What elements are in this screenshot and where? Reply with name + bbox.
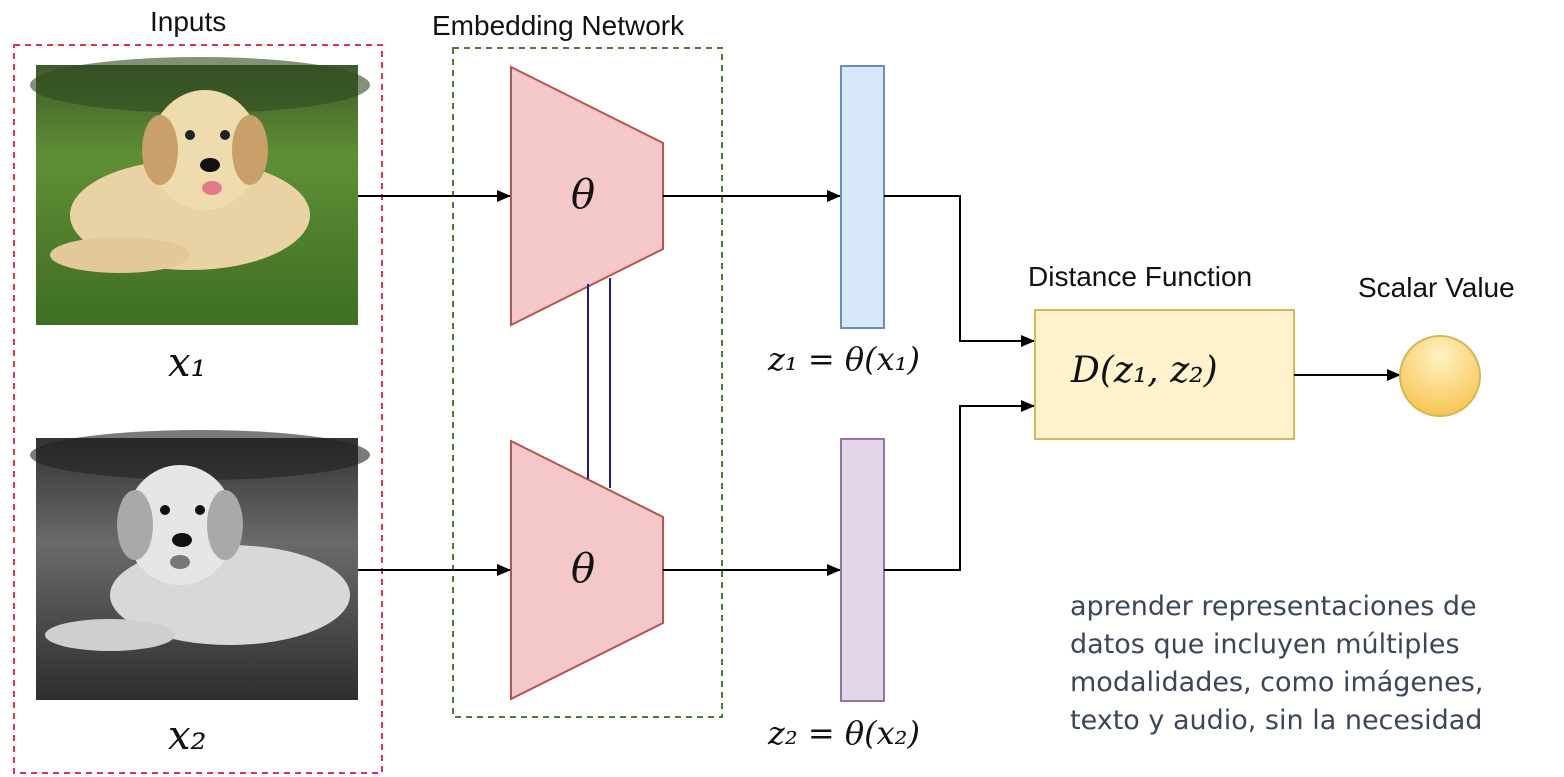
inputs-label: Inputs xyxy=(150,6,227,37)
embedding-vector-z1 xyxy=(840,65,885,329)
z1-equation: z₁ = θ(x₁) xyxy=(768,340,920,378)
puppy-photo-grayscale xyxy=(30,430,370,700)
inputs-group-box xyxy=(13,44,383,774)
description-paragraph: aprender representaciones de datos que i… xyxy=(1070,588,1483,740)
embedding-network-bottom xyxy=(510,439,664,701)
embedding-network-top xyxy=(510,65,664,327)
paragraph-line-2: datos que incluyen múltiples xyxy=(1070,629,1460,660)
distance-function-label: Distance Function xyxy=(1028,261,1253,292)
scalar-value-node xyxy=(1399,335,1481,417)
theta-top-label: θ xyxy=(571,172,596,218)
paragraph-line-1: aprender representaciones de xyxy=(1070,591,1477,622)
paragraph-line-4: texto y audio, sin la necesidad xyxy=(1070,705,1483,736)
arrow-z2-to-distance xyxy=(884,400,1035,571)
puppy-photo-color xyxy=(30,57,370,325)
x2-label: x₂ xyxy=(168,713,207,759)
z2-equation: z₂ = θ(x₂) xyxy=(768,714,920,752)
x1-label: x₁ xyxy=(168,340,207,386)
embedding-network-box xyxy=(452,47,723,718)
embedding-network-label: Embedding Network xyxy=(432,10,685,41)
paragraph-line-3: modalidades, como imágenes, xyxy=(1070,667,1484,698)
arrow-z1-to-distance xyxy=(884,195,1035,347)
distance-function-box xyxy=(1034,309,1295,440)
scalar-value-label: Scalar Value xyxy=(1358,272,1515,303)
distance-function-formula: D(z₁, z₂) xyxy=(1071,350,1218,391)
embedding-vector-z2 xyxy=(840,438,885,702)
theta-bottom-label: θ xyxy=(571,546,596,592)
